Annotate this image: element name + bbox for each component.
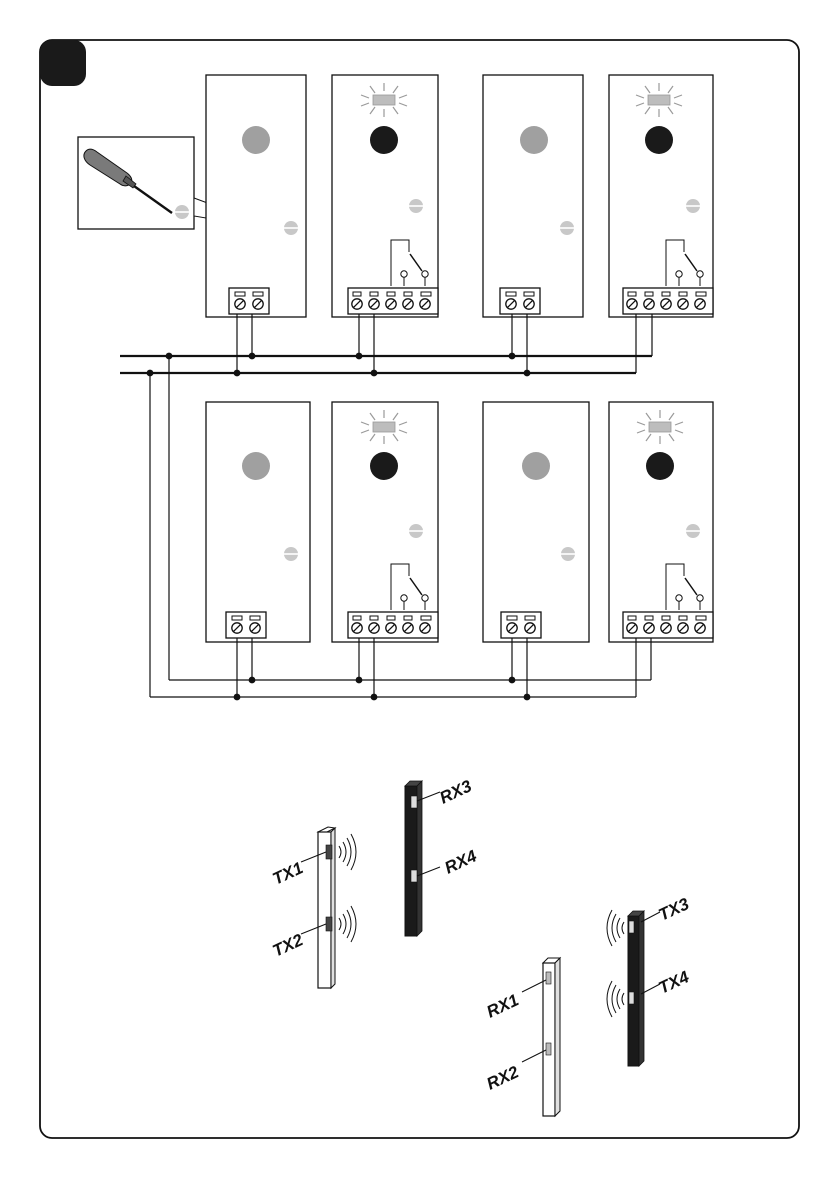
tx-unit-3 <box>206 402 310 642</box>
tx-unit-1 <box>206 75 306 317</box>
label-rx2: RX2 <box>484 1062 522 1093</box>
led-on <box>370 126 398 154</box>
figure-badge <box>40 40 86 86</box>
terminal-block-5 <box>348 288 438 314</box>
rx-unit-4 <box>609 402 713 642</box>
infrared-beam-icon <box>339 834 356 942</box>
terminal-block-2 <box>229 288 269 314</box>
tx-unit-4 <box>483 402 589 642</box>
label-tx2: TX2 <box>270 930 307 961</box>
rx-unit-2 <box>609 75 713 317</box>
label-tx4: TX4 <box>656 967 693 998</box>
tx-column-2 <box>607 910 660 1066</box>
led-off <box>242 126 270 154</box>
label-rx4: RX4 <box>442 846 480 877</box>
label-rx1: RX1 <box>484 990 522 1021</box>
rx-column-1 <box>522 958 560 1116</box>
label-tx3: TX3 <box>656 894 693 925</box>
label-rx3: RX3 <box>437 776 475 807</box>
rx-column-2 <box>405 781 440 936</box>
rx-unit-3 <box>332 402 438 642</box>
tx-column-1 <box>301 827 356 988</box>
label-tx1: TX1 <box>270 858 306 888</box>
rx-unit-1 <box>332 75 438 317</box>
tx-unit-2 <box>483 75 583 317</box>
